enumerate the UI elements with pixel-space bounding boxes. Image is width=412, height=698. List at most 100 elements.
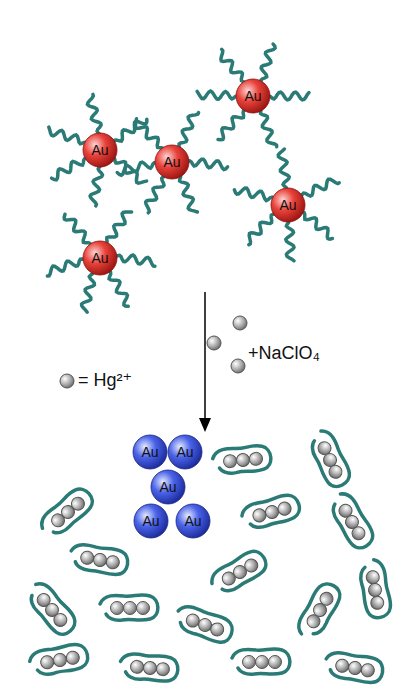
ligand-strand <box>90 166 102 206</box>
hg-ion <box>318 590 336 608</box>
hg-ion <box>335 658 350 673</box>
particle-label: Au <box>154 144 190 180</box>
hg-complex <box>232 649 290 674</box>
ligand-strand <box>278 149 289 189</box>
ligand-strand <box>234 188 273 200</box>
hg-ion <box>105 555 120 570</box>
hg-complex <box>100 595 158 620</box>
ligand-strand <box>358 558 393 619</box>
reagent-label: +NaClO₄ <box>248 343 320 364</box>
ligand-strand <box>261 110 277 147</box>
hg-ion <box>370 595 385 610</box>
ligand-strand <box>218 110 245 140</box>
gold-nanoparticle: Au <box>154 144 196 180</box>
hg-ion <box>233 316 247 330</box>
ligand-strand <box>146 176 165 213</box>
hg-ion <box>209 621 226 638</box>
hg-complex <box>207 547 270 598</box>
hg-ion <box>251 507 267 523</box>
hg-ligand-complexes <box>23 427 392 685</box>
ligand-strand <box>323 650 384 685</box>
hg-ion <box>40 655 55 670</box>
hg-complex <box>23 579 80 640</box>
ligand-strand <box>109 271 128 306</box>
ligand-strand <box>100 595 158 620</box>
gold-nanoparticle: Au <box>82 132 124 168</box>
ligand-strand <box>52 158 87 180</box>
ligand-strand <box>221 49 245 82</box>
particle-label: Au <box>235 78 271 114</box>
aggregated-gold-nanoparticle: Au <box>167 434 209 470</box>
particle-label: Au <box>132 434 168 470</box>
ligand-strand <box>68 542 129 577</box>
hg-ion <box>264 504 280 520</box>
hg-ion <box>243 656 256 669</box>
hg-ion <box>277 501 293 517</box>
hg-complex <box>326 489 377 552</box>
ligand-strand <box>302 212 332 239</box>
gold-nanoparticle: Au <box>235 78 277 114</box>
hg-ion <box>249 452 263 466</box>
ligand-strand <box>135 119 163 149</box>
ligand-strand <box>232 649 290 674</box>
ligand-strand <box>301 179 339 196</box>
hg-ion <box>236 453 250 467</box>
ligand-strand <box>240 492 302 531</box>
arrow-head <box>199 418 211 432</box>
hg-ion <box>65 650 80 665</box>
particle-label: Au <box>270 187 306 223</box>
ligand-strand <box>88 94 102 134</box>
ligand-strand <box>286 221 294 261</box>
aggregated-gold-nanoparticle: Au <box>133 503 175 539</box>
hg-complex <box>173 602 236 646</box>
hg-ion <box>51 611 69 629</box>
ligand-strands <box>47 44 339 312</box>
hg-ion <box>124 602 137 615</box>
ligand-strand <box>49 127 86 144</box>
ligand-strand <box>207 547 270 598</box>
hg-complex <box>294 579 345 642</box>
hg-ion <box>269 656 282 669</box>
hg-ion <box>327 463 344 480</box>
hg-ion <box>69 494 87 512</box>
aggregated-gold-nanoparticle: Au <box>150 469 192 505</box>
hg-ion <box>350 524 368 542</box>
hg-ion <box>367 582 382 597</box>
hg-ion <box>347 660 362 675</box>
ligand-strand <box>23 579 80 640</box>
ligand-strand <box>326 489 377 552</box>
ligand-strand <box>37 484 98 541</box>
hg-ion <box>143 661 157 675</box>
hg-ion <box>156 662 170 676</box>
hg-ion <box>92 552 107 567</box>
hg-complex <box>119 652 179 682</box>
ligand-strand <box>114 119 147 141</box>
hg-ion <box>111 602 124 615</box>
gold-nanoparticle: Au <box>270 187 312 223</box>
particle-label: Au <box>82 240 118 276</box>
aggregated-gold-nanoparticle: Au <box>175 503 217 539</box>
ligand-strand <box>119 652 179 682</box>
hg-ion <box>80 550 95 565</box>
hg-ion <box>360 663 375 678</box>
hg-complex <box>323 650 384 685</box>
ligand-strand <box>173 602 236 646</box>
hg-complex <box>68 542 129 577</box>
ligand-strand <box>64 214 91 245</box>
particle-label: Au <box>167 434 203 470</box>
ligand-strand <box>261 44 275 82</box>
hg-ion <box>52 652 67 667</box>
hg-ion <box>256 656 269 669</box>
particle-label: Au <box>150 469 186 505</box>
hg-complex <box>212 444 272 474</box>
ligand-strand <box>249 214 275 245</box>
hg-ion <box>137 602 150 615</box>
hg-ion <box>223 454 237 468</box>
ligand-strand <box>188 159 228 169</box>
particle-label: Au <box>175 503 211 539</box>
hg-complex <box>37 484 98 541</box>
ligand-strand <box>212 444 272 474</box>
ligand-strand <box>47 259 84 276</box>
